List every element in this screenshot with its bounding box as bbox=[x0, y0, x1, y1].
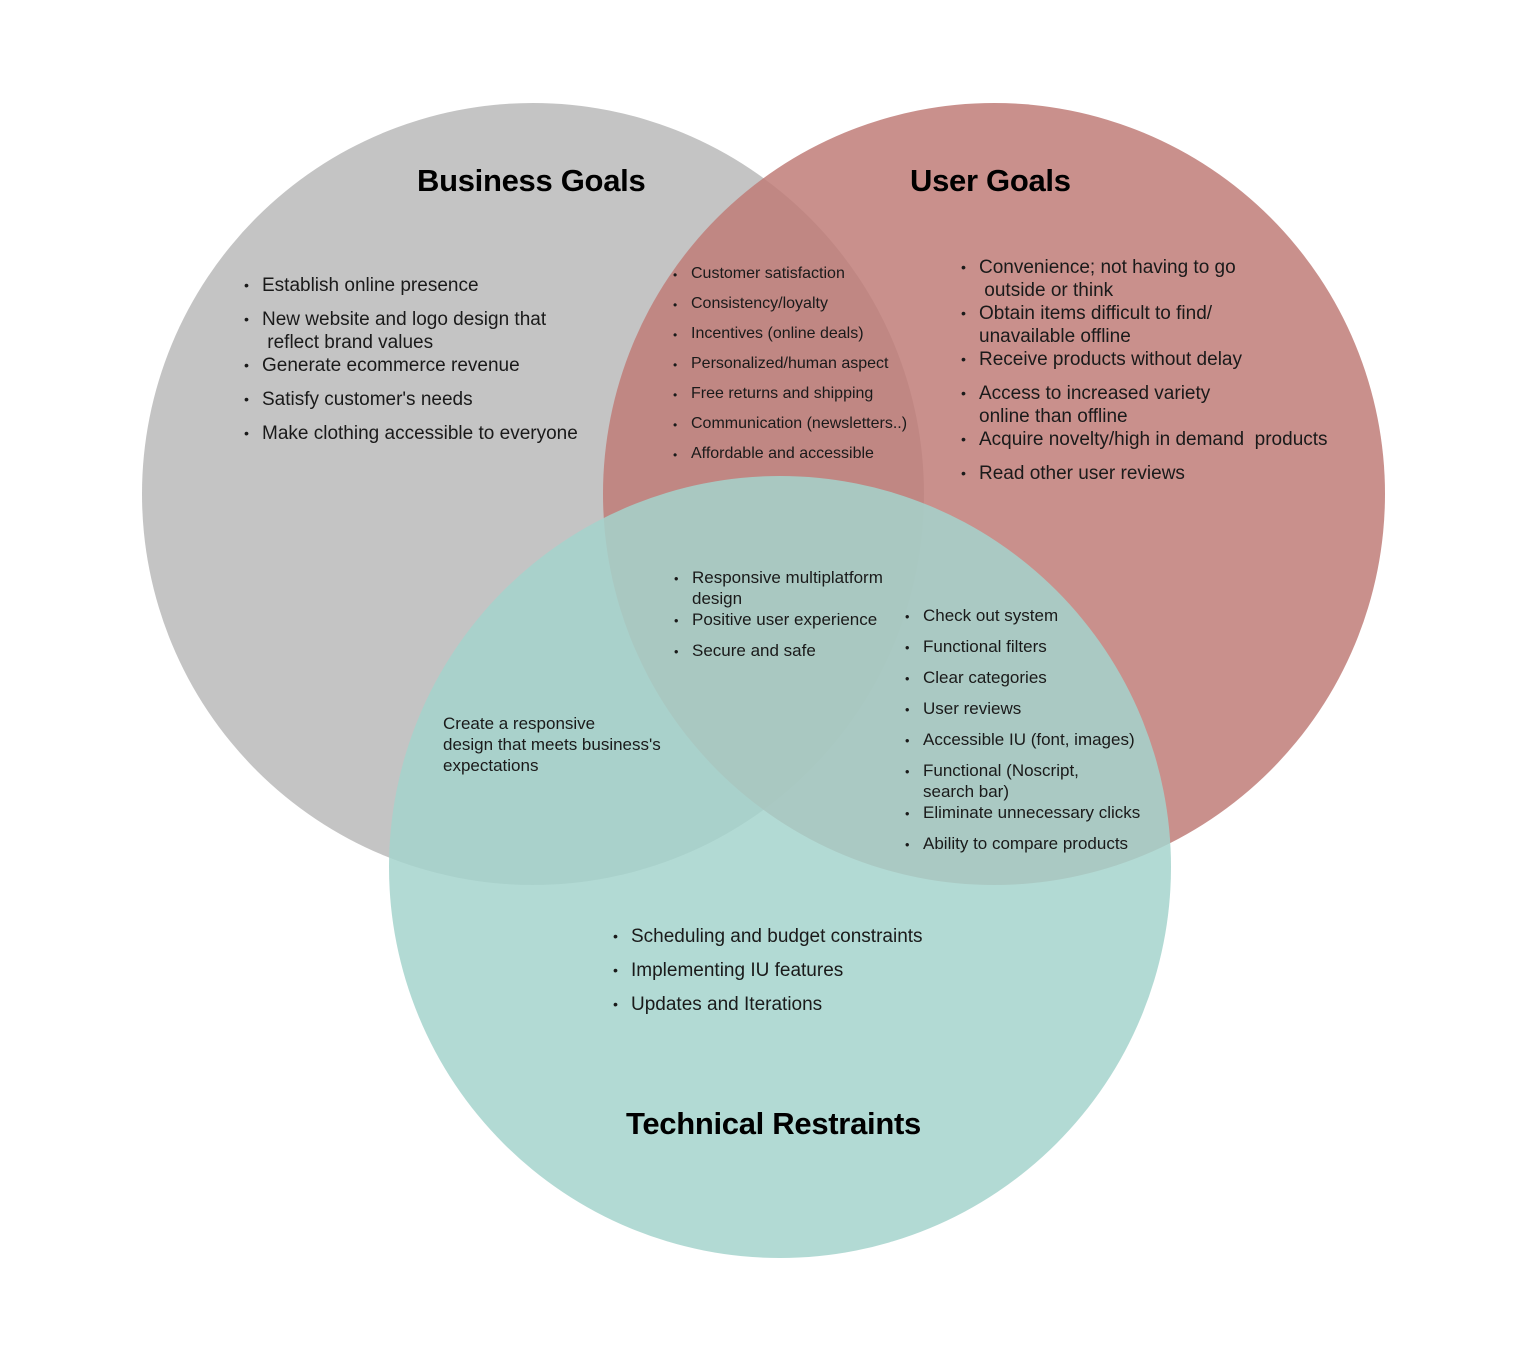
list-item: Establish online presence bbox=[244, 274, 578, 298]
user-technical-overlap-list: Check out system Functional filters Clea… bbox=[905, 605, 1140, 855]
technical-restraints-list: Scheduling and budget constraints Implem… bbox=[613, 925, 923, 1017]
list-item: Check out system bbox=[905, 605, 1140, 627]
list-item: Functional filters bbox=[905, 636, 1140, 658]
list-item: Updates and Iterations bbox=[613, 993, 923, 1017]
list-item: Generate ecommerce revenue bbox=[244, 354, 578, 378]
list-item: Obtain items difficult to find/ unavaila… bbox=[961, 302, 1328, 348]
list-item: Consistency/loyalty bbox=[673, 294, 907, 315]
business-user-overlap-list: Customer satisfaction Consistency/loyalt… bbox=[673, 264, 907, 465]
list-item: Affordable and accessible bbox=[673, 444, 907, 465]
list-item: Customer satisfaction bbox=[673, 264, 907, 285]
list-item: Positive user experience bbox=[674, 609, 883, 631]
list-item: Eliminate unnecessary clicks bbox=[905, 802, 1140, 824]
user-goals-list: Convenience; not having to go outside or… bbox=[961, 256, 1328, 486]
all-overlap-list: Responsive multiplatform design Positive… bbox=[674, 567, 883, 662]
list-item: Scheduling and budget constraints bbox=[613, 925, 923, 949]
list-item: Acquire novelty/high in demand products bbox=[961, 428, 1328, 452]
list-item: Secure and safe bbox=[674, 640, 883, 662]
list-item: Responsive multiplatform design bbox=[674, 567, 883, 609]
list-item: Free returns and shipping bbox=[673, 384, 907, 405]
list-item: Functional (Noscript, search bar) bbox=[905, 760, 1140, 802]
list-item: Implementing IU features bbox=[613, 959, 923, 983]
list-item: User reviews bbox=[905, 698, 1140, 720]
list-item: Personalized/human aspect bbox=[673, 354, 907, 375]
business-technical-overlap-text: Create a responsive design that meets bu… bbox=[443, 714, 661, 775]
business-goals-list: Establish online presence New website an… bbox=[244, 274, 578, 446]
list-item: Make clothing accessible to everyone bbox=[244, 422, 578, 446]
list-item: New website and logo design that reflect… bbox=[244, 308, 578, 354]
list-item: Accessible IU (font, images) bbox=[905, 729, 1140, 751]
list-item: Satisfy customer's needs bbox=[244, 388, 578, 412]
list-item: Incentives (online deals) bbox=[673, 324, 907, 345]
list-item: Communication (newsletters..) bbox=[673, 414, 907, 435]
list-item: Access to increased variety online than … bbox=[961, 382, 1328, 428]
business-goals-title: Business Goals bbox=[417, 163, 646, 198]
list-item: Read other user reviews bbox=[961, 462, 1328, 486]
technical-restraints-title: Technical Restraints bbox=[626, 1106, 921, 1141]
list-item: Ability to compare products bbox=[905, 833, 1140, 855]
list-item: Receive products without delay bbox=[961, 348, 1328, 372]
user-goals-title: User Goals bbox=[910, 163, 1071, 198]
list-item: Clear categories bbox=[905, 667, 1140, 689]
list-item: Convenience; not having to go outside or… bbox=[961, 256, 1328, 302]
